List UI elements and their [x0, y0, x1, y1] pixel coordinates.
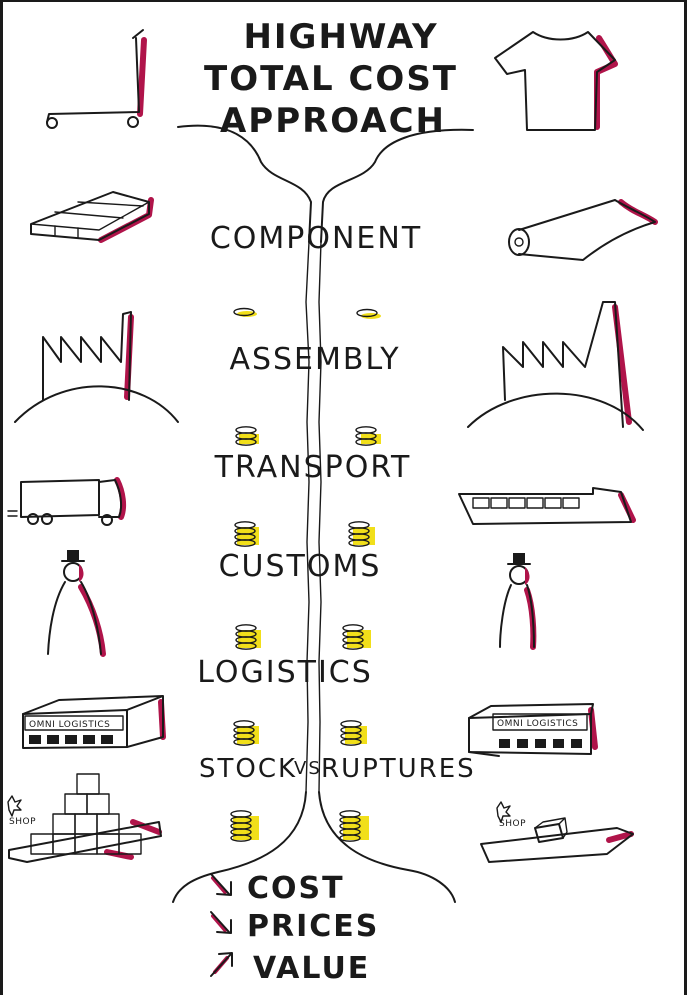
coin-stack-right-2 — [355, 426, 381, 446]
warehouse-sign-left: OMNI LOGISTICS — [29, 720, 110, 730]
outcome-prices: PRICES — [210, 909, 379, 944]
coin-stack-left-5 — [233, 720, 259, 746]
fabric-roll-icon — [508, 199, 658, 261]
coin-stack-left-4 — [235, 624, 261, 650]
outcome-label-prices: PRICES — [247, 909, 379, 944]
outcome-label-value: VALUE — [253, 951, 370, 986]
stacked-boxes-icon: SHOP — [7, 773, 162, 863]
factory-icon-left — [14, 311, 179, 423]
title-line-2: TOTAL COST — [204, 59, 458, 99]
coin-stack-left-6 — [230, 810, 259, 842]
stage-label-logistics: LOGISTICS — [197, 655, 373, 690]
coin-stack-right-1 — [356, 308, 381, 319]
shop-sign-left: SHOP — [9, 817, 36, 827]
coin-stack-left-1 — [233, 307, 257, 317]
down-arrow-icon — [210, 873, 232, 896]
shop-sign-right: SHOP — [499, 819, 526, 829]
stage-label-stock: STOCK — [199, 754, 297, 784]
outcome-cost: COST — [210, 871, 345, 906]
coin-stack-right-3 — [348, 521, 375, 547]
coin-stack-right-4 — [342, 624, 371, 650]
stage-label-vs: VS — [294, 758, 322, 779]
up-arrow-icon — [210, 952, 233, 977]
customs-officer-icon-left — [47, 550, 106, 657]
outcome-value: VALUE — [210, 951, 370, 986]
stage-label-ruptures: RUPTURES — [321, 754, 476, 784]
t-shirt-icon — [494, 31, 618, 131]
down-arrow-icon — [210, 911, 232, 934]
truck-icon — [7, 477, 127, 526]
customs-officer-icon-right — [499, 553, 537, 650]
steel-bars-icon — [30, 191, 154, 243]
warehouse-sign-right: OMNI LOGISTICS — [497, 719, 578, 729]
coin-stack-right-5 — [340, 720, 367, 746]
container-ship-icon — [458, 487, 636, 525]
coin-stack-right-6 — [339, 810, 369, 842]
title-line-3: APPROACH — [220, 101, 446, 141]
title-line-1: HIGHWAY — [243, 17, 438, 57]
warehouse-icon-left: OMNI LOGISTICS — [22, 695, 166, 749]
coin-stack-left-3 — [234, 521, 259, 547]
highway-road — [172, 124, 474, 903]
coin-stack-left-2 — [235, 426, 259, 446]
single-box-icon: SHOP — [480, 801, 634, 863]
stage-label-component: COMPONENT — [210, 221, 422, 256]
outcome-label-cost: COST — [247, 871, 345, 906]
stage-label-transport: TRANSPORT — [214, 450, 412, 485]
stage-label-assembly: ASSEMBLY — [229, 342, 400, 377]
highway-total-cost-diagram: HIGHWAY TOTAL COST APPROACH COMPONENT — [7, 17, 658, 986]
warehouse-icon-right: OMNI LOGISTICS — [468, 703, 598, 757]
stage-label-customs: CUSTOMS — [219, 549, 382, 584]
factory-icon-right — [467, 301, 644, 431]
hand-trolley-icon — [46, 29, 147, 129]
